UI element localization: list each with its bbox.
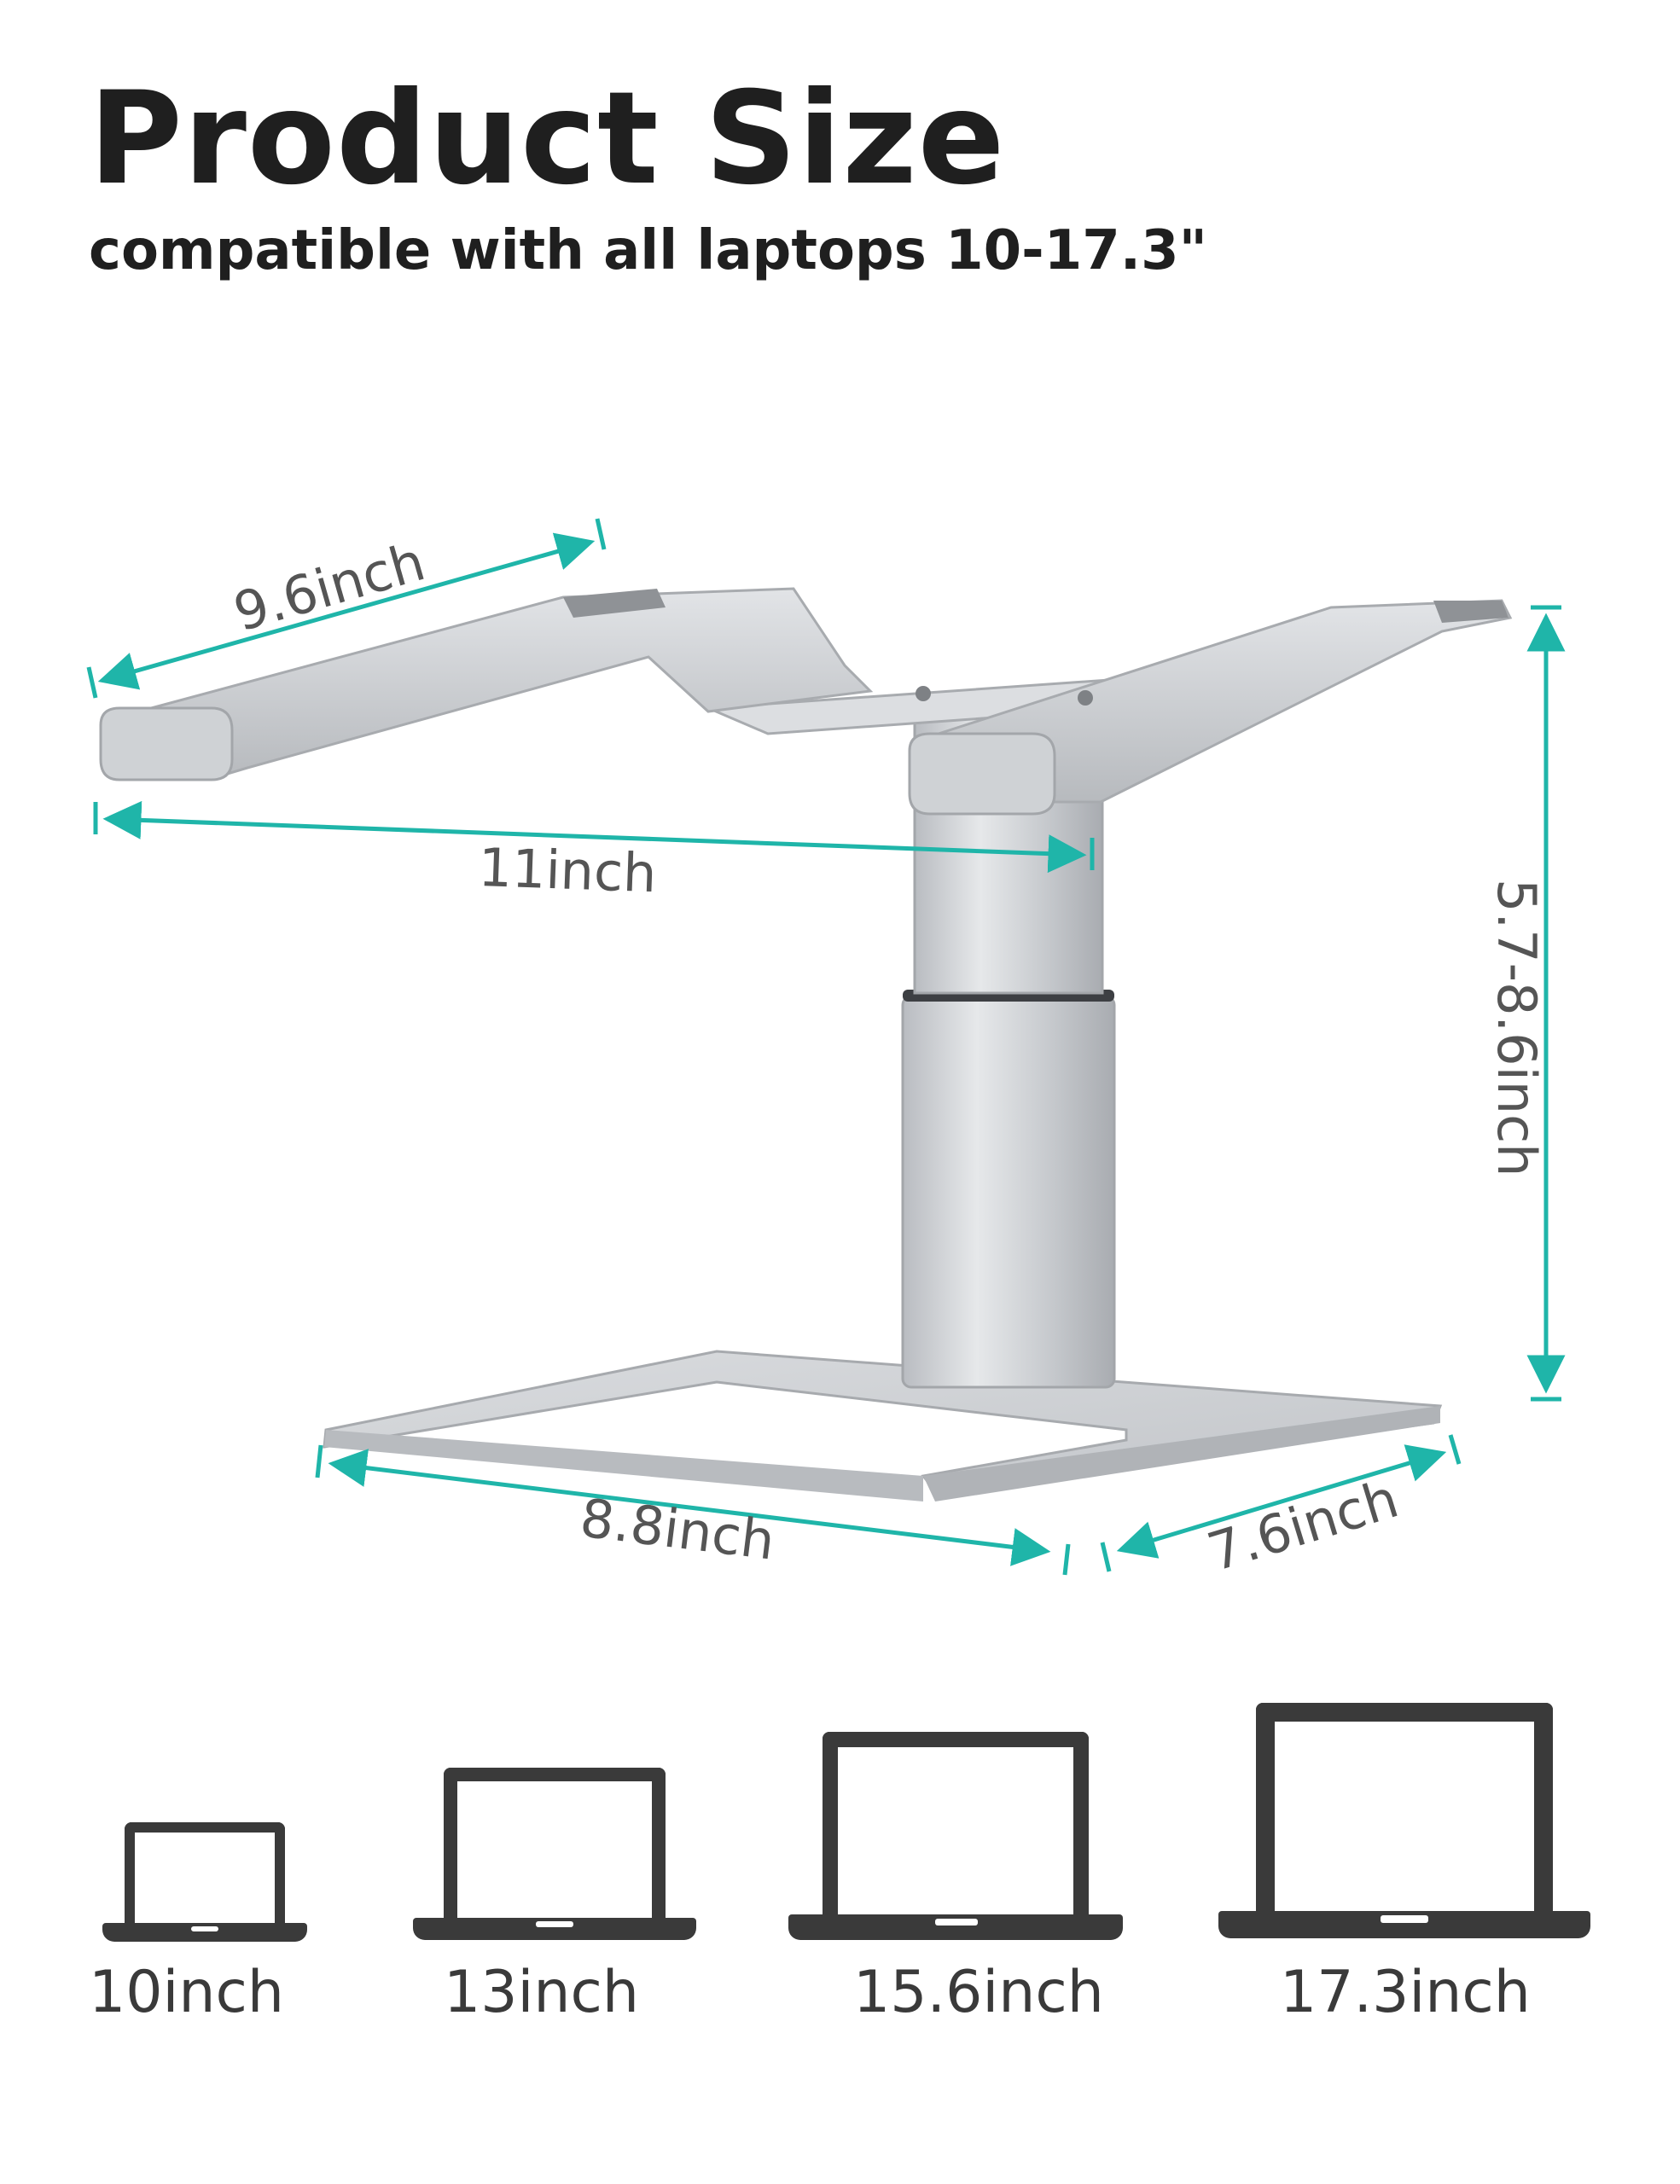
base-width-label: 8.8inch <box>577 1486 778 1571</box>
size-label-15-6: 15.6inch <box>853 1959 1104 2026</box>
stand-base <box>323 1350 1443 1493</box>
page-title: Product Size <box>89 65 1006 213</box>
size-label-10: 10inch <box>89 1959 285 2026</box>
page-subtitle: compatible with all laptops 10-17.3" <box>89 219 1207 282</box>
size-label-17-3: 17.3inch <box>1280 1959 1531 2026</box>
stand-right-lip <box>908 732 1056 816</box>
tray-depth-label: 9.6inch <box>227 530 432 643</box>
size-label-13: 13inch <box>444 1959 640 2026</box>
laptop-icon-13 <box>413 1768 696 1940</box>
laptop-icon-15-6 <box>788 1732 1123 1940</box>
laptop-stand <box>99 587 1513 1502</box>
dimension-lines <box>86 518 1566 1576</box>
base-depth-line <box>1116 1444 1447 1559</box>
tray-width-label: 11inch <box>477 836 657 904</box>
laptop-icon-10 <box>102 1822 307 1942</box>
laptop-icon-17-3 <box>1218 1703 1590 1938</box>
tray-width-line <box>102 800 1087 874</box>
stand-left-lip <box>99 706 234 781</box>
height-range-label: 5.7-8.6inch <box>1485 879 1548 1176</box>
stand-lower-pole <box>901 995 1116 1389</box>
base-depth-label: 7.6inch <box>1200 1467 1405 1584</box>
base-width-line <box>328 1449 1051 1566</box>
tray-depth-line <box>97 532 596 690</box>
